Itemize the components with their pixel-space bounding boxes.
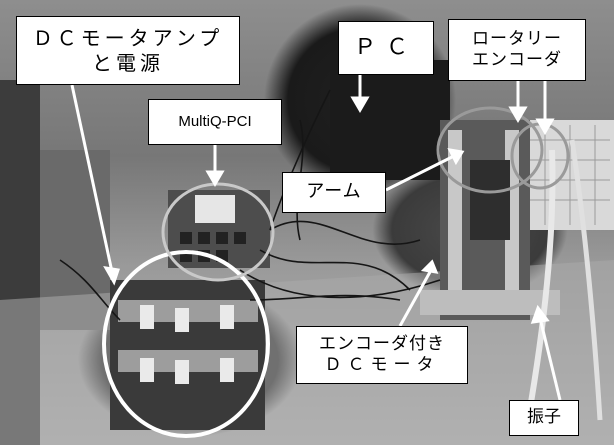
pendulum-rod-2 — [569, 139, 603, 421]
dc-amp-label-line2: と電源 — [92, 50, 164, 75]
multiq-board — [168, 190, 270, 268]
pc-tower — [330, 60, 450, 180]
pendulum-label-text: 振子 — [527, 407, 561, 428]
multiq-pci-label-text: MultiQ-PCI — [178, 112, 252, 130]
apparatus-frame — [420, 120, 560, 320]
encoder-dc-motor-label-line2: ＤＣモータ — [324, 355, 440, 375]
pc-label: ＰＣ — [338, 21, 434, 75]
dc-amp-label-line1: ＤＣモータアンプ — [32, 25, 224, 50]
arm-label-text: アーム — [306, 181, 362, 203]
multiq-pci-label: MultiQ-PCI — [148, 99, 282, 145]
amp-highlight-circle — [102, 250, 270, 438]
encoder-dc-motor-label: エンコーダ付き ＤＣモータ — [296, 326, 468, 384]
encoder-dc-motor-label-line1: エンコーダ付き — [319, 333, 445, 354]
keyboard — [520, 120, 614, 230]
multiq-highlight-circle — [161, 182, 275, 282]
pc-label-text: ＰＣ — [353, 35, 418, 61]
dc-amp-label: ＤＣモータアンプ と電源 — [16, 16, 240, 85]
arm-label: アーム — [282, 172, 386, 213]
dc-amp-board — [110, 280, 265, 430]
rotary-encoder-label-line1: ロータリー — [472, 28, 562, 49]
arm-highlight-circle — [436, 106, 544, 194]
pendulum-label: 振子 — [509, 400, 579, 436]
rotary-encoder-label: ロータリー エンコーダ — [448, 19, 586, 81]
annotation-arrows — [70, 75, 562, 401]
rotary-encoder-label-line2: エンコーダ — [472, 50, 562, 70]
pendulum-rod — [525, 149, 556, 421]
